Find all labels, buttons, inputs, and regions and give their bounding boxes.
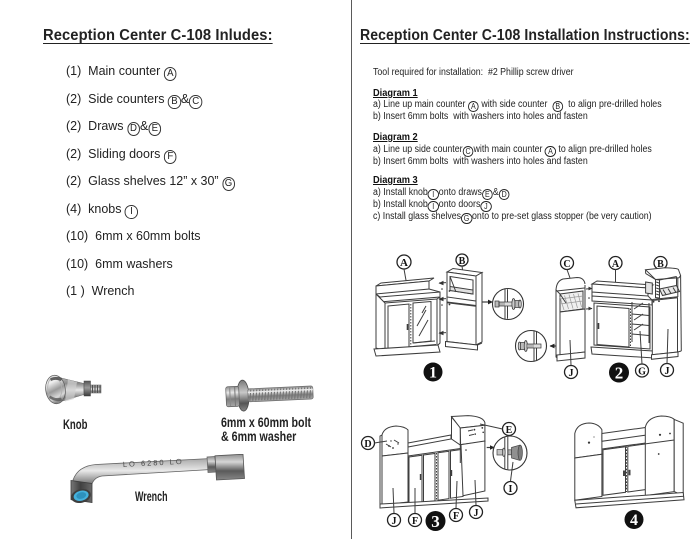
svg-text:1: 1 — [429, 365, 437, 382]
svg-text:4: 4 — [630, 512, 638, 529]
svg-text:E: E — [506, 425, 513, 436]
svg-text:F: F — [453, 511, 459, 522]
svg-text:I: I — [509, 484, 513, 495]
svg-text:3: 3 — [431, 512, 440, 531]
svg-text:C: C — [563, 259, 570, 270]
svg-text:G: G — [638, 367, 646, 378]
svg-text:LO 6280 LO: LO 6280 LO — [123, 457, 184, 469]
svg-text:A: A — [400, 257, 408, 269]
svg-text:J: J — [474, 508, 479, 519]
svg-text:B: B — [657, 259, 664, 270]
svg-text:2: 2 — [615, 364, 624, 383]
svg-text:J: J — [569, 368, 574, 379]
svg-text:A: A — [612, 259, 620, 270]
svg-text:J: J — [392, 516, 397, 527]
svg-text:D: D — [364, 439, 371, 450]
svg-text:J: J — [665, 366, 670, 377]
svg-text:F: F — [412, 516, 418, 527]
svg-text:B: B — [459, 256, 466, 267]
